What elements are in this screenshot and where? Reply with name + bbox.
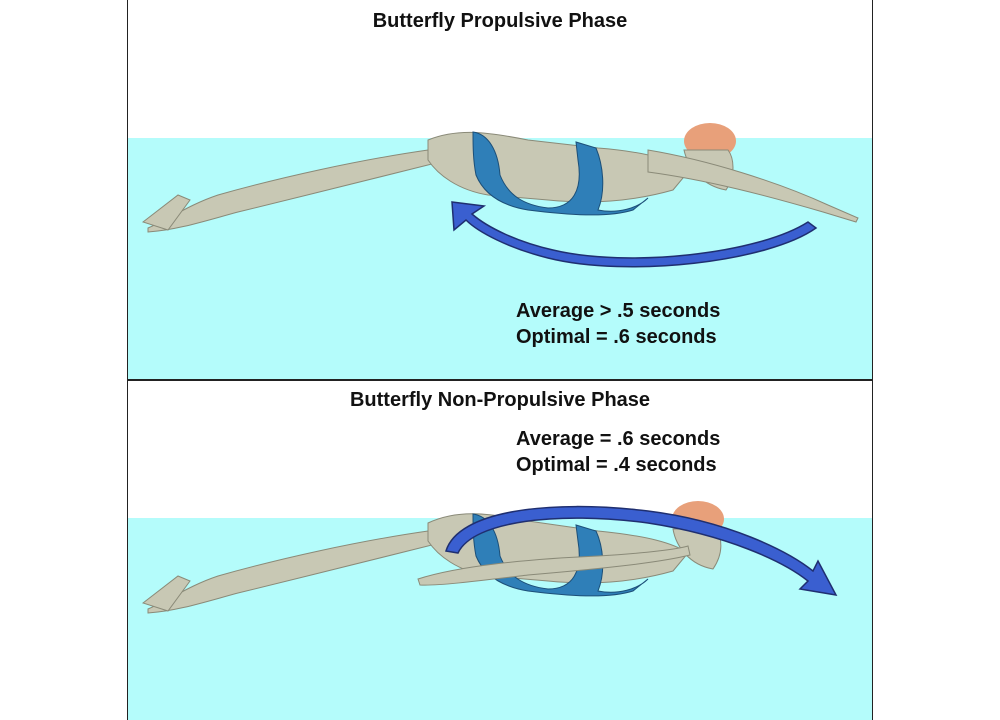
swimmer-arms [417,545,691,586]
non-propulsive-swimmer-illustration [141,501,838,614]
swimmer-legs [147,149,450,233]
propulsive-average-time: Average > .5 seconds [516,300,721,322]
panel-divider [128,379,872,381]
propulsive-phase-arrow [451,201,818,268]
propulsive-phase-panel: Butterfly Propulsive Phase Average > .5 … [128,0,872,380]
propulsive-optimal-time: Optimal = .6 seconds [516,326,717,348]
non-propulsive-phase-timing: Average = .6 seconds Optimal = .4 second… [516,426,720,478]
butterfly-stroke-diagram: Butterfly Propulsive Phase Average > .5 … [127,0,873,720]
swimmer-arms [647,149,859,223]
non-propulsive-phase-panel: Butterfly Non-Propulsive Phase Average =… [128,381,872,720]
swimmer-swimsuit [472,131,649,216]
propulsive-swimmer-illustration [141,123,859,268]
swimmer-foot [141,575,191,612]
non-propulsive-phase-title: Butterfly Non-Propulsive Phase [349,389,651,411]
non-propulsive-optimal-time: Optimal = .4 seconds [516,454,717,476]
non-propulsive-average-time: Average = .6 seconds [516,428,721,450]
propulsive-phase-timing: Average > .5 seconds Optimal = .6 second… [516,298,720,350]
swimmer-legs [147,530,450,614]
propulsive-phase-title: Butterfly Propulsive Phase [372,10,628,32]
non-propulsive-phase-arrow [445,505,838,596]
swimmer-foot [141,194,191,231]
